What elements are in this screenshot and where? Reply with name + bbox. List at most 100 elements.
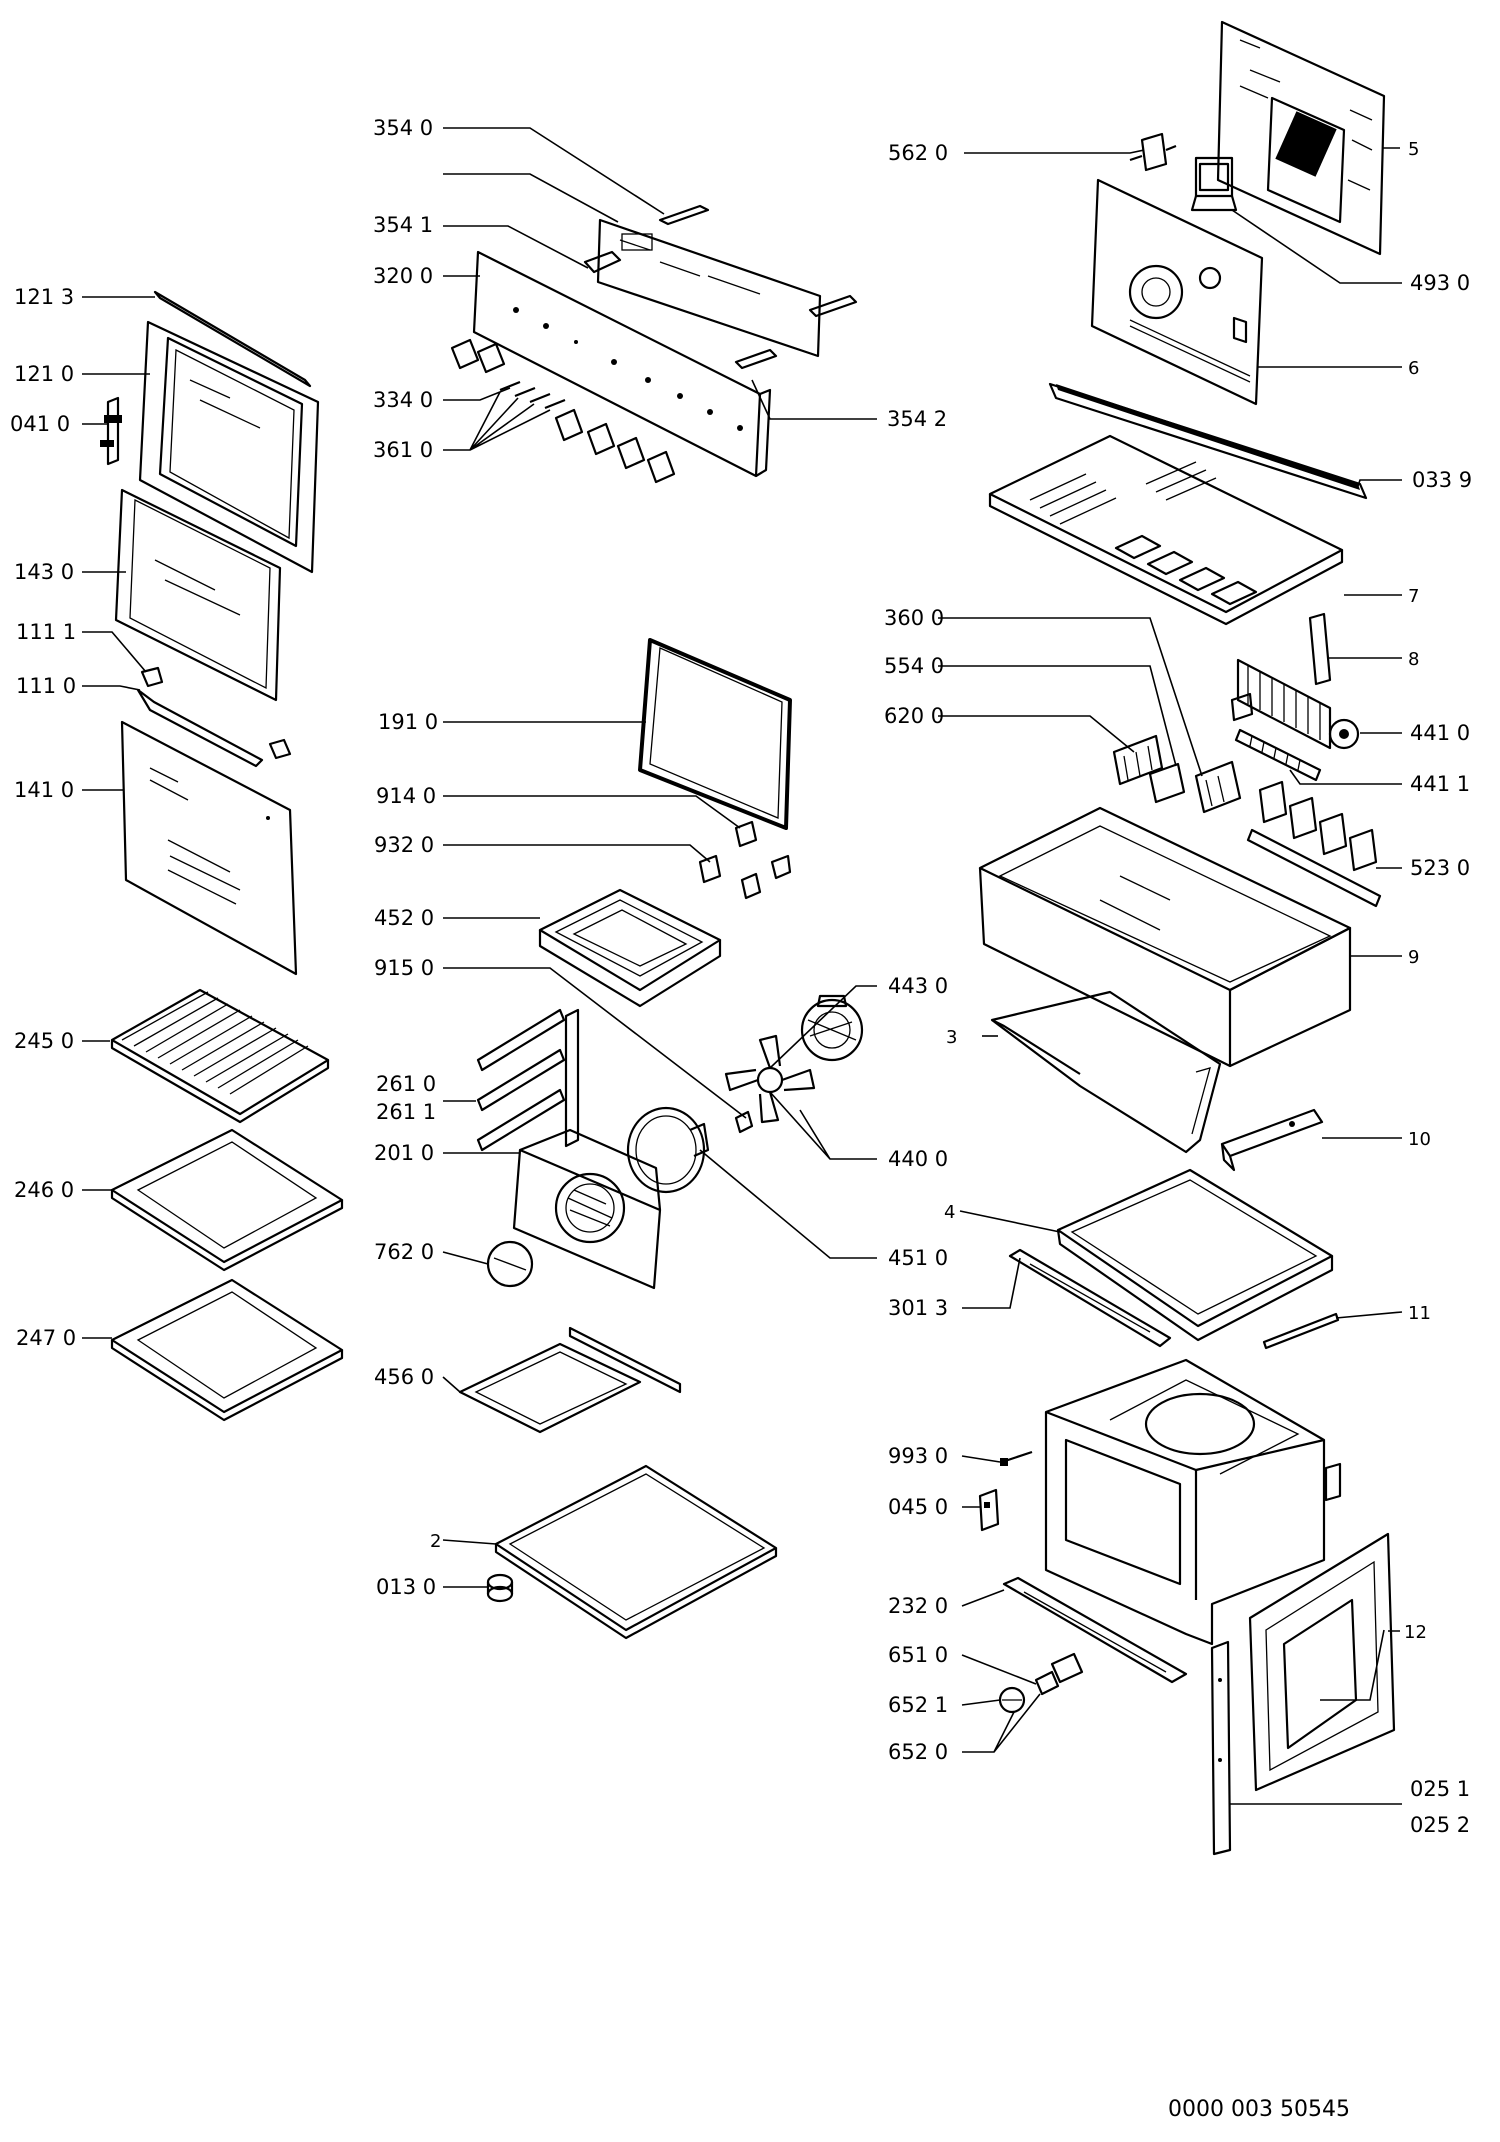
terminal-connector xyxy=(1112,734,1164,786)
label-443-0: 443 0 xyxy=(888,974,948,998)
label-2: 2 xyxy=(430,1531,441,1552)
control-switch-bank xyxy=(1246,780,1382,908)
shelf-runners xyxy=(476,1008,580,1152)
label-5: 5 xyxy=(1408,139,1419,160)
label-045-0: 045 0 xyxy=(888,1495,948,1519)
label-554-0: 554 0 xyxy=(884,654,944,678)
sealing-strip xyxy=(1262,1312,1340,1350)
side-panel xyxy=(990,990,1222,1154)
label-562-0: 562 0 xyxy=(888,141,948,165)
element-fixings xyxy=(698,820,792,900)
label-232-0: 232 0 xyxy=(888,1594,948,1618)
label-652-1: 652 1 xyxy=(888,1693,948,1717)
inner-door-frame xyxy=(138,320,320,574)
bottom-element xyxy=(458,1326,682,1434)
rear-cover xyxy=(1216,20,1386,256)
control-board xyxy=(583,204,858,370)
grill-element xyxy=(538,888,722,1008)
thermostat-relay xyxy=(1148,762,1186,804)
cavity-back-wall xyxy=(1090,178,1264,406)
label-025-1: 025 1 xyxy=(1410,1777,1470,1801)
door-glass-panel xyxy=(114,488,282,702)
hinge-receiver xyxy=(978,1488,1000,1532)
label-9: 9 xyxy=(1408,947,1419,968)
tangential-fan xyxy=(1230,658,1360,750)
label-12: 12 xyxy=(1404,1622,1427,1643)
control-housing xyxy=(978,806,1352,1068)
door-side-rail xyxy=(1210,1640,1232,1856)
knob-spindles xyxy=(499,380,566,410)
lamp-cover xyxy=(486,1240,534,1288)
label-246-0: 246 0 xyxy=(14,1178,74,1202)
cavity-seal xyxy=(638,638,792,830)
label-041-0: 041 0 xyxy=(10,412,70,436)
outer-door-glass xyxy=(120,720,298,976)
label-334-0: 334 0 xyxy=(373,388,433,412)
label-451-0: 451 0 xyxy=(888,1246,948,1270)
label-191-0: 191 0 xyxy=(378,710,438,734)
label-7: 7 xyxy=(1408,586,1419,607)
wire-shelf xyxy=(110,988,330,1124)
label-247-0: 247 0 xyxy=(16,1326,76,1350)
label-121-0: 121 0 xyxy=(14,362,74,386)
label-993-0: 993 0 xyxy=(888,1444,948,1468)
label-361-0: 361 0 xyxy=(373,438,433,462)
label-4: 4 xyxy=(944,1202,955,1223)
control-knobs xyxy=(450,338,676,484)
label-452-0: 452 0 xyxy=(374,906,434,930)
label-651-0: 651 0 xyxy=(888,1643,948,1667)
label-915-0: 915 0 xyxy=(374,956,434,980)
label-025-2: 025 2 xyxy=(1410,1813,1470,1837)
label-354-1: 354 1 xyxy=(373,213,433,237)
label-441-0: 441 0 xyxy=(1410,721,1470,745)
top-panel xyxy=(988,434,1344,626)
label-620-0: 620 0 xyxy=(884,704,944,728)
label-3: 3 xyxy=(946,1027,957,1048)
terminal-block xyxy=(1234,728,1322,782)
label-261-0: 261 0 xyxy=(376,1072,436,1096)
fan-ring xyxy=(626,1106,710,1194)
leader-lines xyxy=(82,127,1403,1805)
label-11: 11 xyxy=(1408,1303,1431,1324)
drawing-code: 0000 003 50545 xyxy=(1168,2097,1350,2122)
fan-motor xyxy=(800,994,864,1062)
cavity-screw xyxy=(1000,1450,1033,1466)
label-762-0: 762 0 xyxy=(374,1240,434,1264)
label-121-3: 121 3 xyxy=(14,285,74,309)
label-360-0: 360 0 xyxy=(884,606,944,630)
cavity-floor-plate xyxy=(1056,1168,1334,1342)
label-301-3: 301 3 xyxy=(888,1296,948,1320)
oven-cavity xyxy=(1044,1358,1342,1646)
oven-foot xyxy=(486,1573,514,1603)
label-320-0: 320 0 xyxy=(373,264,433,288)
oven-side-wall xyxy=(1248,1532,1396,1792)
label-111-1: 111 1 xyxy=(16,620,76,644)
control-fascia xyxy=(472,250,772,478)
label-652-0: 652 0 xyxy=(888,1740,948,1764)
baking-tray xyxy=(110,1128,344,1272)
front-trim xyxy=(1002,1576,1188,1684)
base-panel xyxy=(494,1464,778,1640)
support-bracket xyxy=(1220,1108,1324,1172)
drip-tray xyxy=(110,1278,344,1422)
fan-back-panel xyxy=(512,1128,662,1290)
cooling-fan-motor xyxy=(1190,156,1238,212)
glass-clip xyxy=(140,666,164,688)
label-441-1: 441 1 xyxy=(1410,772,1470,796)
label-141-0: 141 0 xyxy=(14,778,74,802)
door-hinge xyxy=(100,396,122,466)
label-261-1: 261 1 xyxy=(376,1100,436,1124)
label-033-9: 033 9 xyxy=(1412,468,1472,492)
label-143-0: 143 0 xyxy=(14,560,74,584)
selector-switch xyxy=(1194,760,1242,814)
oven-lamp xyxy=(998,1652,1084,1714)
label-245-0: 245 0 xyxy=(14,1029,74,1053)
fan-blade xyxy=(724,1034,816,1134)
label-914-0: 914 0 xyxy=(376,784,436,808)
label-932-0: 932 0 xyxy=(374,833,434,857)
label-013-0: 013 0 xyxy=(376,1575,436,1599)
label-201-0: 201 0 xyxy=(374,1141,434,1165)
label-6: 6 xyxy=(1408,358,1419,379)
door-seal-strip xyxy=(153,290,312,388)
